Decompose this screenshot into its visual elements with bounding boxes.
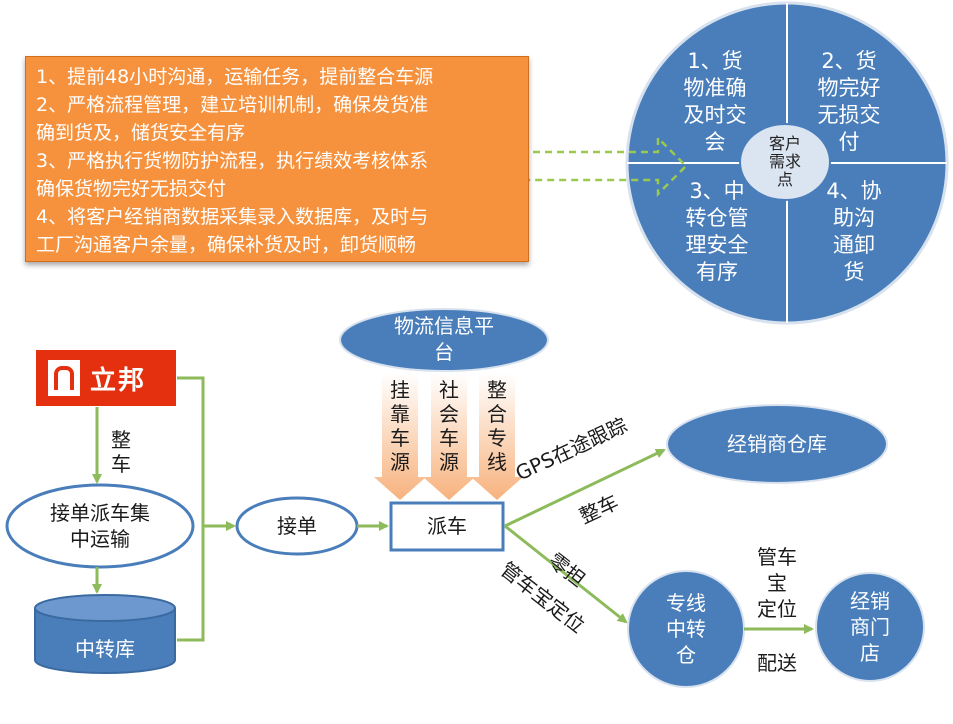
need-quadrant-3: 3、中 转仓管 理安全 有序 (676, 178, 758, 286)
strategy-line-1: 1、提前48小时沟通，运输任务，提前整合车源 (36, 66, 434, 88)
s3-char-2: 合 (487, 402, 507, 426)
need-4-line-4: 货 (843, 260, 865, 284)
s2-char-4: 源 (439, 450, 459, 474)
need-quadrant-1: 1、货 物准确 及时交 会 (674, 48, 756, 156)
dispatch-label: 派车 (427, 514, 467, 538)
strategy-to-needs-arrow (519, 134, 688, 198)
dispatch-center-line-1: 接单派车集 (50, 501, 150, 525)
platform-ellipse (339, 308, 549, 372)
strategy-line-4: 3、严格执行货物防护流程，执行绩效考核体系 (36, 150, 429, 172)
gcb-top-line-1: 管车 (757, 545, 797, 569)
platform-line-2: 台 (434, 340, 454, 364)
connectors (92, 376, 814, 642)
gcb-top-line-2: 宝 (767, 571, 787, 595)
need-quadrant-2: 2、货 物完好 无损交 付 (808, 48, 890, 156)
dealer-store-line-2: 商门 (850, 615, 890, 639)
nippon-logo-icon (48, 360, 80, 396)
s1-char-4: 源 (390, 450, 410, 474)
dealer-store-line-3: 店 (860, 641, 880, 665)
need-2-line-3: 无损交 (817, 103, 881, 127)
line-transfer-line-3: 仓 (676, 643, 696, 667)
need-1-line-3: 及时交 (683, 103, 747, 127)
edge-label-gcb-top: 管车 宝 定位 (742, 544, 812, 622)
need-1-line-4: 会 (704, 130, 726, 154)
need-1-line-1: 1、货 (687, 49, 743, 73)
platform-label: 物流信息平 台 (370, 313, 518, 365)
dealer-warehouse-label: 经销商仓库 (727, 432, 827, 456)
ftl-char-2: 车 (111, 452, 131, 476)
transfer-warehouse-label: 中转库 (75, 637, 135, 661)
strategy-line-5: 确保货物完好无损交付 (36, 178, 227, 200)
s1-char-2: 靠 (390, 402, 410, 426)
strategy-line-3: 确到货及，储货安全有序 (36, 122, 246, 144)
dispatch-to-line-transfer (504, 524, 628, 624)
circle-center-hub (739, 123, 831, 201)
line-transfer-label: 专线 中转 仓 (648, 590, 724, 668)
dispatch-center-line-2: 中运输 (70, 527, 130, 551)
source-arrows (374, 373, 523, 500)
need-3-line-2: 转仓管 (685, 206, 749, 230)
s3-char-1: 整 (487, 378, 507, 402)
line-transfer-line-2: 中转 (666, 617, 706, 641)
source-arrow-2 (423, 373, 475, 500)
source-label-1: 挂 靠 车 源 (387, 378, 413, 474)
dispatch-center-label: 接单派车集 中运输 (30, 500, 170, 552)
dealer-store-line-1: 经销 (850, 589, 890, 613)
dispatch-to-dealer-warehouse (504, 448, 666, 528)
s2-char-1: 社 (439, 378, 459, 402)
need-3-line-1: 3、中 (689, 179, 745, 203)
s3-char-4: 线 (487, 450, 507, 474)
dealer-store-label: 经销 商门 店 (832, 588, 908, 666)
need-2-line-2: 物完好 (817, 76, 881, 100)
strategy-line-2: 2、严格流程管理，建立培训机制，确保发货准 (36, 94, 429, 116)
platform-line-1: 物流信息平 (394, 314, 494, 338)
need-4-line-2: 助沟 (833, 206, 875, 230)
line-transfer-line-1: 专线 (666, 591, 706, 615)
gcb-top-line-3: 定位 (757, 597, 797, 621)
source-arrow-1 (374, 373, 426, 500)
need-4-line-3: 通卸 (833, 233, 875, 257)
s2-char-2: 会 (439, 402, 459, 426)
needs-center-label: 客户 需求 点 (755, 135, 815, 189)
need-quadrant-4: 4、协 助沟 通卸 货 (818, 178, 890, 286)
need-3-line-3: 理安全 (685, 233, 749, 257)
s2-char-3: 车 (439, 426, 459, 450)
dealer-store-circle (815, 572, 925, 682)
s1-char-3: 车 (390, 426, 410, 450)
transfer-warehouse-cylinder (34, 594, 176, 674)
logo-text: 立邦 (90, 365, 147, 396)
left-bracket-to-order (177, 376, 234, 642)
need-3-line-4: 有序 (696, 260, 738, 284)
strategy-box: 1、提前48小时沟通，运输任务，提前整合车源 2、严格流程管理，建立培训机制，确… (25, 56, 529, 262)
source-label-3: 整 合 专 线 (484, 378, 510, 474)
need-1-line-2: 物准确 (683, 76, 747, 100)
center-line-1: 客户 (768, 134, 801, 153)
nippon-logo: 立邦 (36, 350, 176, 406)
source-arrow-3 (471, 373, 523, 500)
edge-label-delivery: 配送 (757, 651, 797, 675)
strategy-line-7: 工厂沟通客户余量，确保补货及时，卸货顺畅 (36, 234, 417, 256)
s3-char-3: 专 (487, 426, 507, 450)
dealer-warehouse-ellipse (666, 404, 888, 484)
source-label-2: 社 会 车 源 (436, 378, 462, 474)
order-label: 接单 (277, 514, 317, 538)
need-4-line-1: 4、协 (826, 179, 882, 203)
dispatch-center-ellipse (5, 483, 195, 569)
ftl-char-1: 整 (111, 428, 131, 452)
need-2-line-4: 付 (838, 130, 860, 154)
center-line-3: 点 (776, 170, 793, 189)
edge-label-full-truck-left: 整 车 (108, 428, 134, 476)
need-2-line-1: 2、货 (821, 49, 877, 73)
dispatch-rect (389, 501, 505, 552)
strategy-line-6: 4、将客户经销商数据采集录入数据库，及时与 (36, 206, 429, 228)
s1-char-1: 挂 (390, 378, 410, 402)
center-line-2: 需求 (768, 152, 801, 171)
